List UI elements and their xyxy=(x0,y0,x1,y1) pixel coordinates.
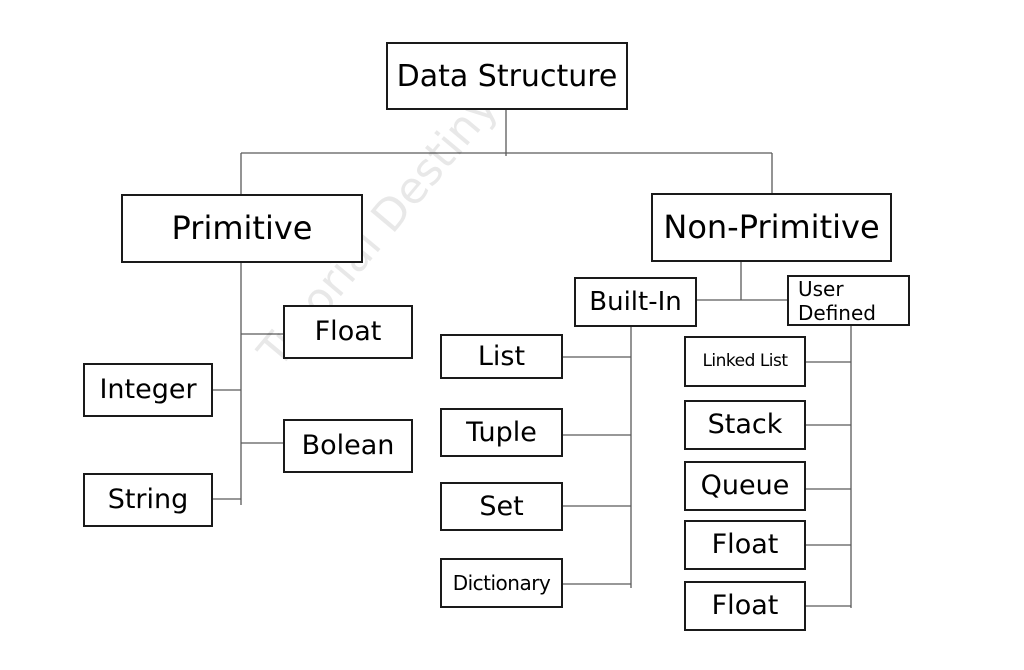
node-list: List xyxy=(440,334,563,379)
node-stack: Stack xyxy=(684,400,806,450)
node-user-defined: User Defined xyxy=(787,275,910,326)
node-set: Set xyxy=(440,482,563,531)
node-float-user-1: Float xyxy=(684,520,806,570)
node-non-primitive: Non-Primitive xyxy=(651,193,892,262)
node-float-user-2: Float xyxy=(684,581,806,631)
node-string: String xyxy=(83,473,213,527)
node-primitive: Primitive xyxy=(121,194,363,263)
node-linked-list: Linked List xyxy=(684,336,806,387)
node-dictionary: Dictionary xyxy=(440,558,563,608)
node-built-in: Built-In xyxy=(574,277,697,327)
node-integer: Integer xyxy=(83,363,213,417)
node-data-structure: Data Structure xyxy=(386,42,628,110)
node-float-primitive: Float xyxy=(283,305,413,359)
node-queue: Queue xyxy=(684,461,806,511)
node-bolean: Bolean xyxy=(283,419,413,473)
node-tuple: Tuple xyxy=(440,408,563,457)
